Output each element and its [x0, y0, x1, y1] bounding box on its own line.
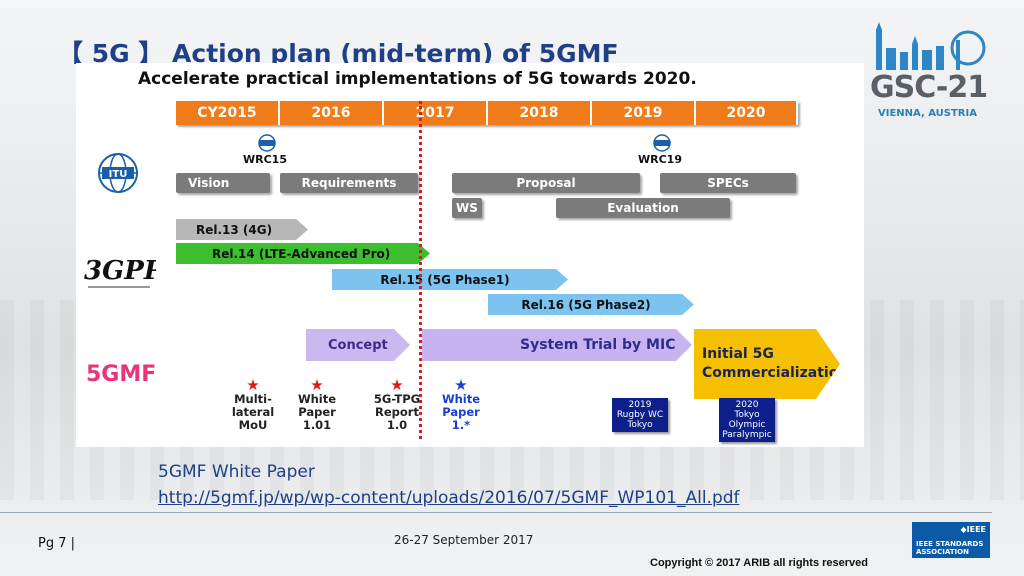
wrc19-label: WRC19 — [638, 153, 682, 166]
conference-name: GSC-21 — [870, 70, 988, 105]
star-icon: ★ — [246, 376, 260, 394]
itu-specs-bar: SPECs — [660, 173, 796, 193]
itu-requirements-bar: Requirements — [280, 173, 418, 193]
footer-date: 26-27 September 2017 — [394, 533, 534, 547]
wrc15-label: WRC15 — [243, 153, 287, 166]
reference-title: 5GMF White Paper — [158, 462, 315, 482]
milestone-label: White Paper 1.* — [441, 392, 481, 432]
current-date-marker — [419, 101, 422, 439]
white-paper-link[interactable]: http://5gmf.jp/wp/wp-content/uploads/201… — [158, 488, 740, 508]
star-icon: ★ — [310, 376, 324, 394]
year-2017: 2017 — [384, 101, 488, 125]
milestone-white-paper-101: ★ White Paper 1.01 — [282, 377, 352, 432]
5gmf-logo-icon: 5GMF — [86, 362, 156, 387]
itu-evaluation-bar: Evaluation — [556, 198, 730, 218]
3gpp-logo-icon: 3GPP — [84, 256, 156, 288]
itu-proposal-bar: Proposal — [452, 173, 640, 193]
skyline-icon — [876, 22, 986, 70]
system-trial-arrow: System Trial by MIC — [422, 329, 692, 361]
roadmap-panel: Accelerate practical implementations of … — [76, 63, 864, 447]
copyright-notice: Copyright © 2017 ARIB all rights reserve… — [650, 557, 868, 569]
star-icon: ★ — [390, 376, 404, 394]
commercialization-arrow: Initial 5G Commercialization — [694, 329, 840, 399]
commercialization-line1: Initial 5G — [702, 346, 774, 362]
ieee-brand: ◆IEEE — [960, 525, 986, 534]
ieee-line1: IEEE STANDARDS — [916, 540, 984, 548]
ieee-line2: ASSOCIATION — [916, 548, 969, 556]
milestone-label: White Paper 1.01 — [297, 392, 337, 432]
concept-arrow: Concept — [306, 329, 410, 361]
itu-vision-bar: Vision — [176, 173, 270, 193]
year-cy2015: CY2015 — [176, 101, 280, 125]
commercialization-line2: Commercialization — [702, 365, 849, 381]
itu-logo-text: ITU — [109, 169, 128, 180]
event-tokyo-olympic: 2020 Tokyo Olympic Paralympic — [719, 398, 775, 442]
itu-small-icon — [653, 134, 671, 152]
milestone-label: Multi- lateral MoU — [231, 392, 275, 432]
ieee-sa-logo: ◆IEEE IEEE STANDARDS ASSOCIATION — [912, 522, 990, 558]
year-2020: 2020 — [696, 101, 798, 125]
itu-logo-icon: ITU — [98, 153, 138, 193]
itu-small-icon — [258, 134, 276, 152]
slide-title: 【 5G 】 Action plan (mid-term) of 5GMF — [58, 39, 619, 64]
milestone-tpg-report: ★ 5G-TPG Report 1.0 — [362, 377, 432, 432]
event-rugby-wc: 2019 Rugby WC Tokyo — [612, 398, 668, 432]
milestone-mou: ★ Multi- lateral MoU — [218, 377, 288, 432]
roadmap-subtitle: Accelerate practical implementations of … — [138, 69, 697, 89]
conference-city: VIENNA, AUSTRIA — [878, 108, 977, 119]
gsc21-logo: GSC-21 VIENNA, AUSTRIA — [856, 22, 992, 122]
star-icon: ★ — [454, 376, 468, 394]
itu-ws-bar: WS — [452, 198, 482, 218]
year-2019: 2019 — [592, 101, 696, 125]
milestone-white-paper-1x: ★ White Paper 1.* — [426, 377, 496, 432]
milestone-label: 5G-TPG Report 1.0 — [373, 392, 421, 432]
rel16-arrow: Rel.16 (5G Phase2) — [488, 294, 694, 315]
rel14-arrow: Rel.14 (LTE-Advanced Pro) — [176, 243, 430, 264]
year-2016: 2016 — [280, 101, 384, 125]
5gmf-logo-text: 5GMF — [86, 362, 156, 387]
page-number: Pg 7 | — [38, 536, 76, 551]
rel13-arrow: Rel.13 (4G) — [176, 219, 308, 240]
3gpp-logo-text: 3GPP — [84, 256, 156, 286]
rel15-arrow: Rel.15 (5G Phase1) — [332, 269, 568, 290]
footer-divider — [0, 512, 992, 513]
year-2018: 2018 — [488, 101, 592, 125]
